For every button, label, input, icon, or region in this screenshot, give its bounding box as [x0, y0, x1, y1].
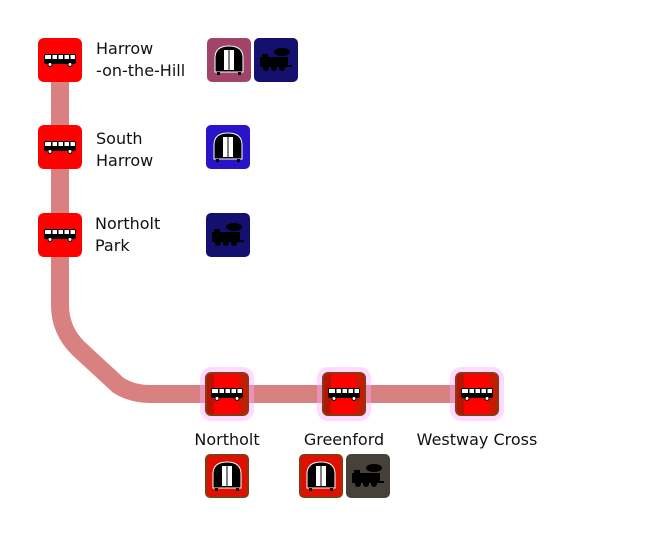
stop-label-harrow-on-the-hill: Harrow -on-the-Hill: [96, 39, 186, 80]
stop-label-westway-cross: Westway Cross: [416, 430, 538, 449]
underground-train-icon: [214, 45, 244, 75]
bus-stop-northolt-park[interactable]: [38, 213, 82, 257]
connection-rail-greenford[interactable]: [346, 454, 390, 498]
bus-stop-westway-cross[interactable]: [455, 372, 499, 416]
connection-rail-harrow-on-the-hill[interactable]: [254, 38, 298, 82]
stop-label-northolt-park: Northolt Park: [95, 214, 161, 255]
stop-label-south-harrow: South Harrow: [96, 129, 154, 170]
bus-icon: [211, 388, 243, 401]
steam-train-icon: [352, 464, 384, 487]
bus-stop-greenford[interactable]: [322, 372, 366, 416]
steam-train-icon: [260, 48, 292, 71]
bus-stop-northolt[interactable]: [205, 372, 249, 416]
bus-icon: [44, 229, 76, 242]
bus-icon: [328, 388, 360, 401]
connection-rail-northolt-park[interactable]: [206, 213, 250, 257]
underground-train-icon: [213, 132, 243, 162]
steam-train-icon: [212, 223, 244, 246]
underground-train-icon: [212, 461, 242, 491]
stop-label-northolt: Northolt: [194, 430, 260, 449]
connection-underground-northolt[interactable]: [205, 454, 249, 498]
bus-icon: [44, 54, 76, 67]
bus-icon: [44, 141, 76, 154]
underground-train-icon: [306, 461, 336, 491]
bus-icon: [461, 388, 493, 401]
connection-underground-south-harrow[interactable]: [206, 125, 250, 169]
connection-underground-greenford[interactable]: [299, 454, 343, 498]
connection-underground-harrow-on-the-hill[interactable]: [207, 38, 251, 82]
bus-stop-harrow-on-the-hill[interactable]: [38, 38, 82, 82]
stop-label-greenford: Greenford: [303, 430, 385, 449]
bus-stop-south-harrow[interactable]: [38, 125, 82, 169]
